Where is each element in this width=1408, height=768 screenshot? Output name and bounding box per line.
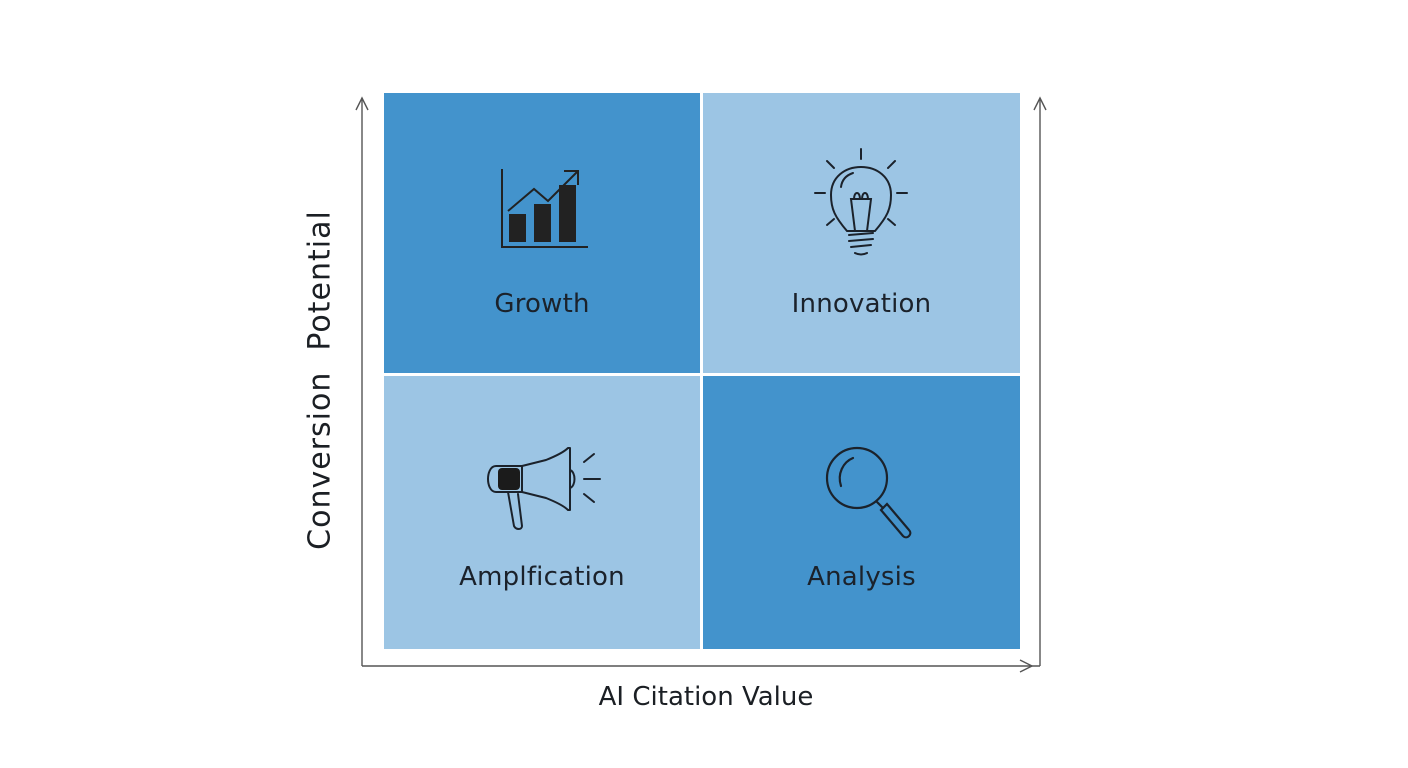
y-axis-arrow-icon [355,96,369,111]
quadrant-label: Growth [494,289,590,319]
lightbulb-icon [814,148,908,256]
quadrant-label: Analysis [807,562,916,592]
x-axis-label: AI Citation Value [598,682,814,712]
quadrant-growth: Growth [384,93,700,373]
quadrant-amplification: Amplfication [384,376,700,649]
x-axis-arrow-icon [1019,659,1034,673]
quadrant-label: Amplfication [459,562,625,592]
quadrant-label: Innovation [791,289,932,319]
y-axis-label: Conversion Potential [302,210,338,550]
megaphone-icon [487,447,601,530]
bar-chart-trend-up-icon [501,169,588,248]
right-axis-arrow-icon [1033,96,1047,111]
quadrant-innovation: Innovation [703,93,1020,373]
quadrant-analysis: Analysis [703,376,1020,649]
magnifying-glass-icon [825,446,912,539]
